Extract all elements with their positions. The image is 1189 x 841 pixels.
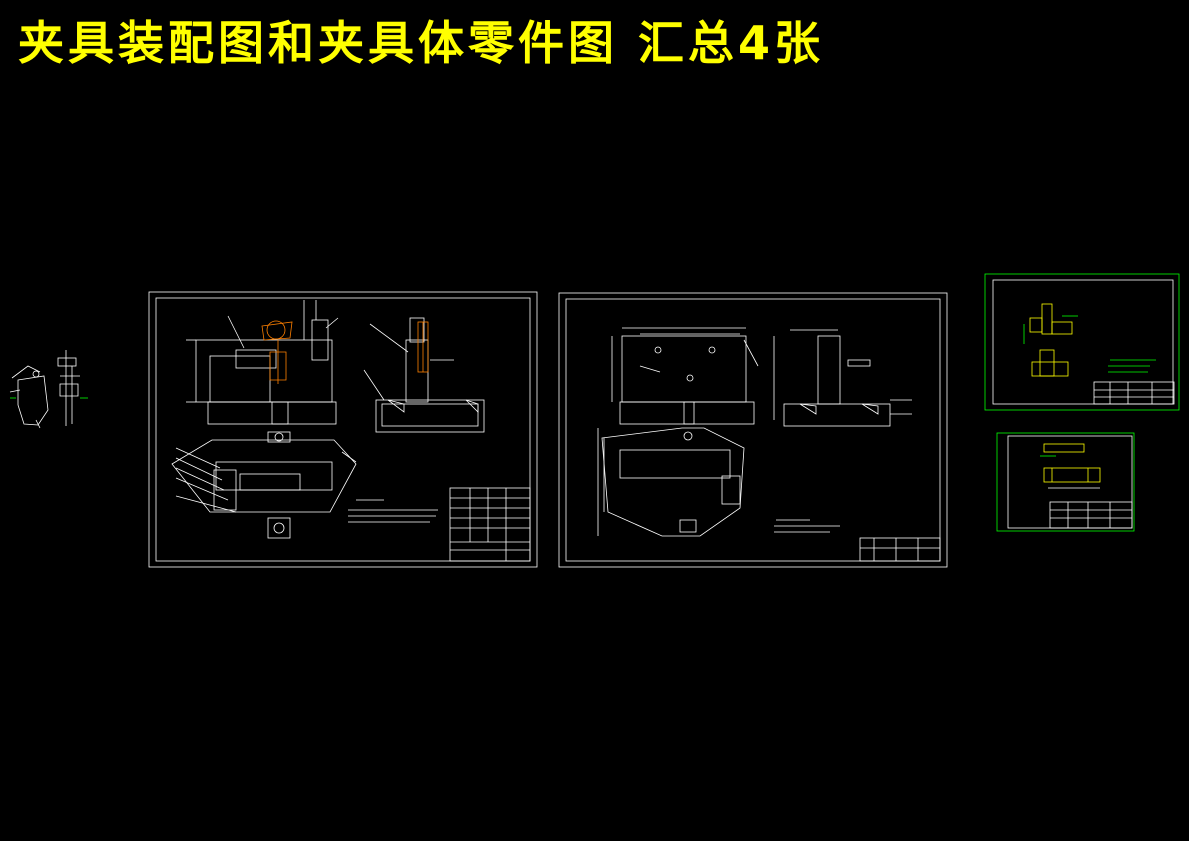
drawing-fixture-body bbox=[558, 292, 948, 568]
drawing-fixture-assembly bbox=[148, 291, 538, 568]
part-sketch-left bbox=[9, 350, 88, 429]
drawing-part-small-1 bbox=[984, 273, 1180, 411]
drawing-part-small-2 bbox=[996, 432, 1135, 532]
page-title: 夹具装配图和夹具体零件图 汇总4张 bbox=[18, 16, 825, 70]
